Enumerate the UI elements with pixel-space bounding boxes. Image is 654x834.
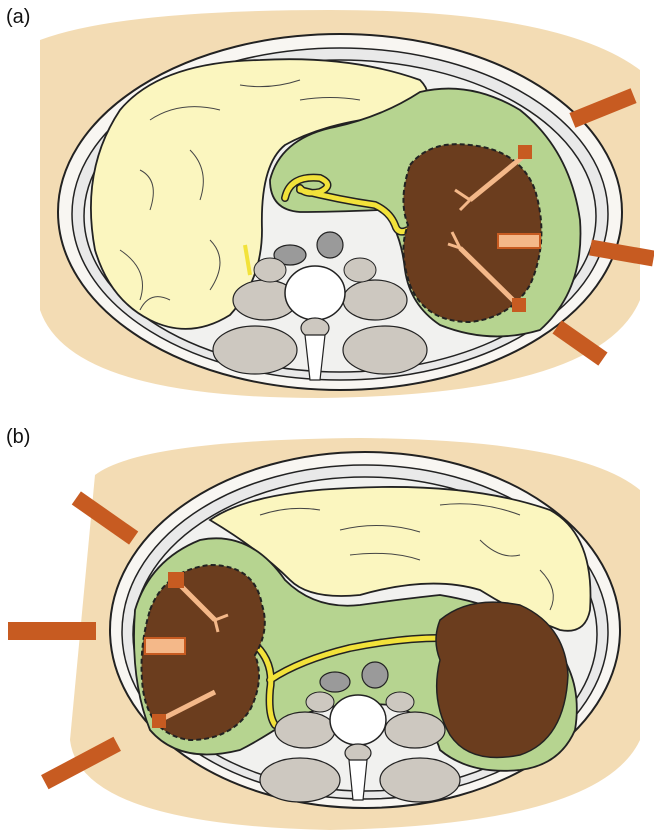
vertebral-body <box>285 266 345 320</box>
psoas-muscle-right <box>385 712 445 748</box>
aorta <box>362 662 388 688</box>
paraspinal-muscle-right <box>380 758 460 802</box>
vena-cava <box>320 672 350 692</box>
paraspinal-muscle-right <box>343 326 427 374</box>
psoas-muscle-right <box>343 280 407 320</box>
crus-left <box>254 258 286 282</box>
crus-left <box>306 692 334 712</box>
panel-b-illustration <box>0 420 654 834</box>
crus-right <box>344 258 376 282</box>
psoas-muscle-left <box>275 712 335 748</box>
paraspinal-muscle-left <box>260 758 340 802</box>
laparoscopic-instrument-icon <box>498 234 540 248</box>
kidney <box>436 602 568 757</box>
panel-b: (b) <box>0 420 654 834</box>
crus-right <box>386 692 414 712</box>
laparoscopic-instrument-icon <box>145 638 185 654</box>
trocar-icon <box>8 622 96 640</box>
paraspinal-muscle-left <box>213 326 297 374</box>
spinal-canal <box>345 744 371 762</box>
panel-a-illustration <box>0 0 654 420</box>
vertebral-body <box>330 695 386 745</box>
panel-a: (a) <box>0 0 654 420</box>
aorta <box>317 232 343 258</box>
